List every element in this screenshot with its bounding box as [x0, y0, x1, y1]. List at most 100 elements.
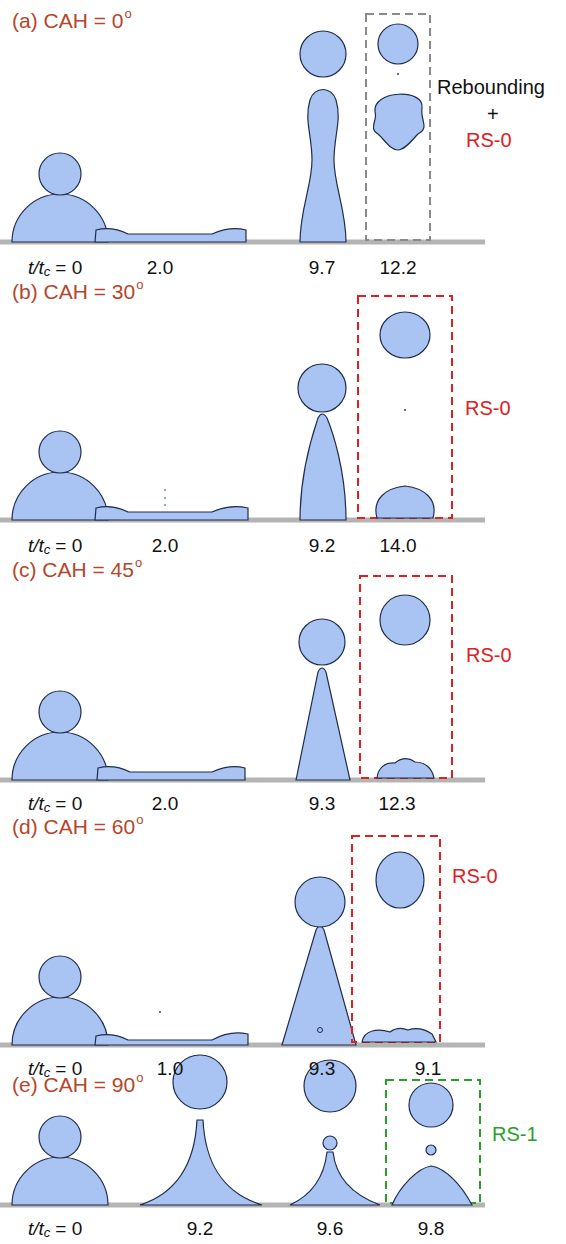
time-value: 9.3 — [309, 1059, 335, 1078]
degree-mark: o — [135, 556, 142, 569]
panel-a-frames-shape — [95, 229, 246, 242]
regime-label: RS-0 — [465, 398, 511, 418]
panel-c-frames-shape — [12, 732, 108, 780]
outcome-label: Rebounding — [437, 77, 545, 97]
panel-title: (d) CAH = 60 — [12, 816, 135, 837]
panel-d-frames-shape — [12, 997, 108, 1045]
panel-c-frames-shape — [299, 619, 345, 665]
panel-e-frames-shape — [392, 1166, 472, 1205]
time-value: 2.0 — [147, 258, 173, 277]
panel-b-frames-shape — [404, 409, 406, 411]
panel-e-frames-shape — [290, 1152, 380, 1205]
time-subscript: c — [44, 801, 51, 814]
panel-c-frames — [0, 576, 485, 780]
panel-e-frames-shape — [304, 1060, 356, 1112]
panel-e-frames-shape — [12, 1157, 108, 1205]
time-symbol: t/t — [28, 794, 44, 813]
panel-e-frames-shape — [39, 1116, 81, 1158]
time-value: 12.3 — [379, 794, 416, 813]
degree-mark: o — [136, 278, 143, 291]
panel-b-frames-shape — [164, 497, 166, 499]
regime-label: RS-0 — [452, 866, 498, 886]
degree-mark: o — [124, 7, 131, 20]
panel-c-frames-shape — [97, 767, 245, 780]
time-value: = 0 — [55, 536, 82, 555]
time-value: 9.1 — [415, 1059, 441, 1078]
panel-a-frames-shape — [373, 94, 424, 150]
panel-a-frames-shape — [300, 31, 346, 77]
time-symbol: t/t — [28, 536, 44, 555]
panel-c-frames-shape — [39, 691, 81, 733]
time-value: 9.2 — [309, 536, 335, 555]
panel-a-frames-shape — [300, 90, 346, 243]
panel-a-frames — [0, 14, 485, 242]
time-value: 12.2 — [380, 258, 417, 277]
panel-b-frames-shape — [300, 414, 346, 520]
panel-b-frames — [0, 296, 485, 520]
degree-mark: o — [136, 1071, 143, 1084]
panel-a-frames-shape — [12, 194, 108, 242]
outcome-label: + — [487, 104, 499, 124]
panel-c-frames-shape — [380, 595, 430, 645]
panel-a-frames-shape — [39, 153, 81, 195]
regime-label: RS-0 — [466, 645, 512, 665]
time-subscript: c — [44, 265, 51, 278]
panel-c-frames-shape — [360, 576, 452, 778]
panel-d-frames-shape — [39, 956, 81, 998]
panel-b-frames-shape — [298, 364, 346, 412]
panel-d-frames-shape — [295, 877, 345, 927]
panel-title: (e) CAH = 90 — [12, 1074, 135, 1095]
panel-b-frames-shape — [39, 431, 81, 473]
regime-label: RS-1 — [492, 1124, 538, 1144]
time-value: 2.0 — [152, 536, 178, 555]
time-value: 9.8 — [418, 1219, 444, 1238]
panel-e-frames-shape — [140, 1120, 262, 1205]
panel-b-frames-shape — [164, 504, 166, 506]
panel-c-frames-shape — [296, 668, 350, 780]
panel-title: (b) CAH = 30 — [12, 281, 135, 302]
panel-e-frames — [0, 1055, 485, 1205]
regime-label: RS-0 — [466, 130, 512, 150]
panel-d-frames-shape — [362, 1028, 436, 1042]
degree-mark: o — [136, 813, 143, 826]
time-value: 2.0 — [152, 794, 178, 813]
time-value: = 0 — [55, 1219, 82, 1238]
panel-b-frames-shape — [380, 312, 430, 358]
panel-d-frames-shape — [159, 1011, 161, 1013]
panel-title: (a) CAH = 0 — [12, 10, 123, 31]
time-subscript: c — [44, 1226, 51, 1239]
panel-b-frames-shape — [376, 486, 434, 518]
time-value: 9.6 — [317, 1219, 343, 1238]
time-value: 9.7 — [309, 258, 335, 277]
time-value: = 0 — [55, 258, 82, 277]
panel-d-frames-shape — [352, 836, 440, 1042]
panel-e-frames-shape — [426, 1145, 436, 1155]
panel-title: (c) CAH = 45 — [12, 559, 134, 580]
time-subscript: c — [44, 543, 51, 556]
panel-d-frames-shape — [318, 1028, 323, 1033]
panel-e-frames-shape — [323, 1136, 337, 1150]
time-value: 14.0 — [380, 536, 417, 555]
panel-a-frames-shape — [366, 14, 430, 240]
time-value: 9.2 — [187, 1219, 213, 1238]
panel-b-frames-shape — [164, 489, 166, 491]
panel-b-frames-shape — [12, 472, 108, 520]
time-symbol: t/t — [28, 258, 44, 277]
panel-c-frames-shape — [377, 759, 434, 778]
panel-d-frames — [0, 836, 485, 1045]
panel-d-frames-shape — [95, 1033, 248, 1045]
time-value: 1.0 — [157, 1059, 183, 1078]
panel-b-frames-shape — [95, 507, 248, 520]
panel-e-frames-shape — [409, 1083, 453, 1127]
panel-a-frames-shape — [378, 24, 418, 64]
time-value: = 0 — [55, 794, 82, 813]
panel-b-frames-shape — [358, 296, 452, 518]
time-symbol: t/t — [28, 1219, 44, 1238]
panel-d-frames-shape — [282, 926, 356, 1045]
panel-d-frames-shape — [376, 852, 424, 908]
panel-a-frames-shape — [397, 73, 399, 75]
time-value: 9.3 — [309, 794, 335, 813]
